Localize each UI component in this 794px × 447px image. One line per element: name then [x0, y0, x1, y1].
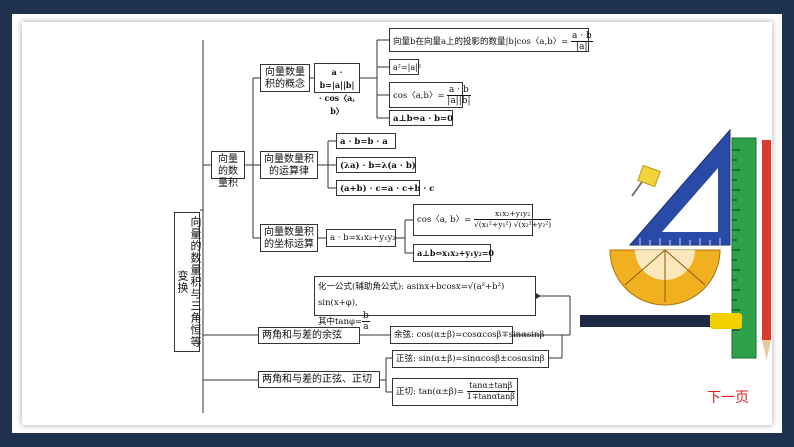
coords-perp-box: a⊥b⇔x₁x₂+y₁y₂=0 — [413, 244, 494, 262]
concept-definition-text: a · b=|a||b| · cos〈a, b〉 — [318, 67, 356, 116]
root-node: 向量的数量积与三角恒等变换 — [174, 212, 202, 352]
law-commutative-text: a · b=b · a — [340, 137, 388, 147]
sine-formula-text: 正弦: sin(α±β)=sinαcosβ±cosαsinβ — [396, 354, 545, 364]
square-box: a²=|a|² — [389, 59, 422, 75]
cos-angle-den: |a||b| — [447, 96, 471, 106]
root-label: 向量的数量积与三角恒等变换 — [176, 216, 202, 348]
cosine-node: 两角和与差的余弦 — [258, 327, 360, 344]
yellow-pushpin — [637, 164, 661, 188]
pen — [580, 315, 740, 327]
cosine-formula-text: 余弦: cos(α±β)=cosαcosβ∓sinαsinβ — [394, 330, 545, 340]
sine-formula-box: 正弦: sin(α±β)=sinαcosβ±cosαsinβ — [392, 350, 549, 368]
cos-angle-box: cos〈a,b〉= a · b|a||b| — [389, 82, 471, 108]
coords-cos-fraction: x₁x₂+y₁y₂√(x₁²+y₁²) √(x₂²+y₂²) — [473, 209, 552, 230]
law-distributive: (a+b) · c=a · c+b · c — [336, 180, 434, 196]
red-pencil — [762, 140, 771, 340]
law-distributive-text: (a+b) · c=a · c+b · c — [340, 184, 435, 194]
aux-formula-box: 化一公式(辅助角公式): asinx+bcosx=√(a²+b²) sin(x+… — [314, 276, 536, 332]
laws-label: 向量数量积的运算律 — [264, 154, 314, 177]
coords-perp-text: a⊥b⇔x₁x₂+y₁y₂=0 — [417, 248, 494, 258]
law-scalar-text: (λa) · b=λ(a · b) — [340, 161, 416, 171]
projection-box: 向量b在向量a上的投影的数量|b|cos〈a,b〉= a · b|a| — [389, 28, 593, 52]
aux-line-2: 其中tanφ= — [318, 317, 363, 327]
cosine-label: 两角和与差的余弦 — [262, 330, 342, 341]
projection-text: 向量b在向量a上的投影的数量|b|cos〈a,b〉= — [393, 37, 571, 47]
coords-cos-box: cos〈a, b〉= x₁x₂+y₁y₂√(x₁²+y₁²) √(x₂²+y₂²… — [413, 204, 552, 236]
sin-tan-label: 两角和与差的正弦、正切 — [262, 374, 372, 385]
aux-den: a — [363, 322, 369, 332]
coords-node: 向量数量积的坐标运算 — [260, 224, 318, 252]
projection-den: |a| — [576, 42, 588, 52]
cos-angle-num: a · b — [447, 85, 471, 96]
law-scalar: (λa) · b=λ(a · b) — [336, 157, 416, 173]
coords-cos-den: √(x₁²+y₁²) √(x₂²+y₂²) — [473, 220, 552, 229]
concept-node: 向量数量积的概念 — [260, 64, 310, 92]
next-page-button[interactable]: 下一页 — [707, 390, 749, 406]
cos-angle-lhs: cos〈a,b〉= — [393, 91, 445, 101]
square-text: a²=|a|² — [393, 63, 422, 72]
coords-cos-lhs: cos〈a, b〉= — [417, 215, 472, 225]
coords-cos-num: x₁x₂+y₁y₂ — [473, 209, 552, 220]
perp-box: a⊥b⇔a · b=0 — [389, 110, 453, 126]
concept-definition: a · b=|a||b| · cos〈a, b〉 — [314, 63, 360, 116]
vector-dot-product-label: 向量的数量积 — [218, 154, 238, 189]
law-commutative: a · b=b · a — [336, 133, 396, 149]
projection-fraction: a · b|a| — [570, 31, 593, 52]
tangent-num: tanα±tanβ — [466, 381, 515, 392]
vector-dot-product-node: 向量的数量积 — [211, 151, 245, 189]
cosine-formula-box: 余弦: cos(α±β)=cosαcosβ∓sinαsinβ — [390, 326, 544, 344]
stationery-illustration — [580, 128, 771, 360]
tangent-lhs: 正切: tan(α±β)= — [396, 387, 465, 397]
coords-formula: a · b=x₁x₂+y₁y₂ — [326, 229, 396, 247]
aux-num: b — [362, 311, 370, 322]
aux-line-1: 化一公式(辅助角公式): asinx+bcosx=√(a²+b²) sin(x+… — [318, 282, 505, 308]
laws-node: 向量数量积的运算律 — [260, 151, 318, 179]
projection-num: a · b — [570, 31, 593, 42]
tangent-den: 1∓tanαtanβ — [466, 392, 515, 401]
coords-formula-text: a · b=x₁x₂+y₁y₂ — [330, 233, 396, 243]
perp-text: a⊥b⇔a · b=0 — [393, 114, 454, 124]
concept-label: 向量数量积的概念 — [265, 67, 305, 90]
cos-angle-fraction: a · b|a||b| — [447, 85, 471, 106]
coords-label: 向量数量积的坐标运算 — [264, 227, 314, 250]
sin-tan-node: 两角和与差的正弦、正切 — [258, 371, 380, 388]
